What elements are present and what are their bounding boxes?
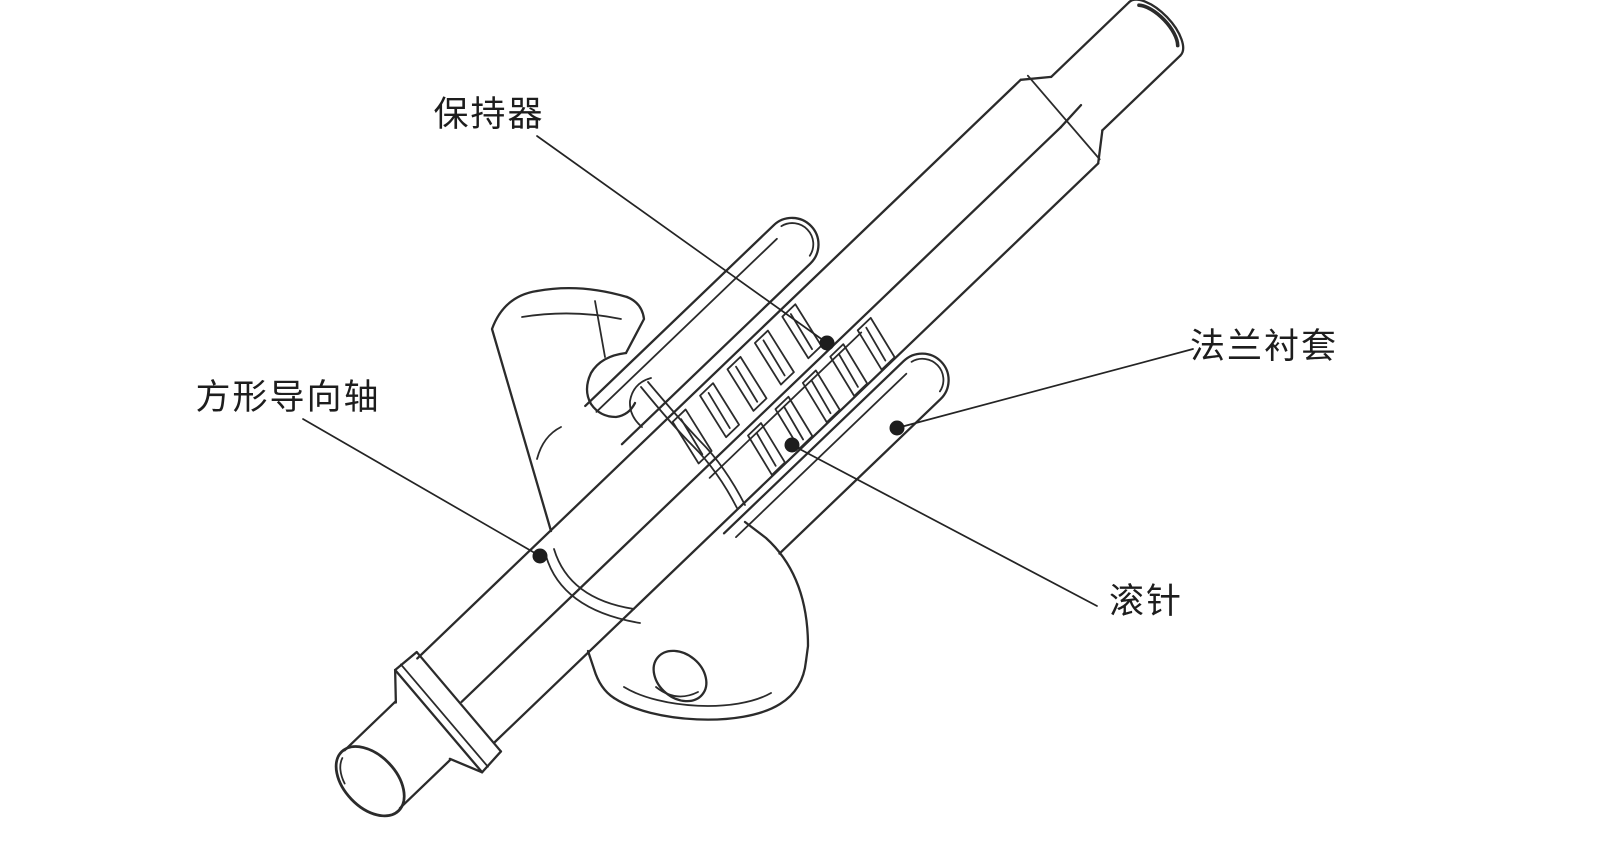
shaft-arris-edge — [460, 126, 1062, 703]
retainer-slots-lower — [747, 316, 896, 476]
leader-square-guide-shaft — [302, 418, 541, 557]
mounting-hole — [652, 649, 708, 703]
shaft-top-edge — [416, 78, 1022, 660]
leader-dot-retainer — [819, 335, 835, 351]
retainer-rib-edge — [708, 331, 863, 479]
flange-plate-drawing — [490, 286, 810, 721]
shaft-end-cylinder-left — [334, 700, 452, 818]
retainer-slots-upper — [671, 303, 823, 465]
leader-retainer — [536, 135, 828, 344]
leader-dot-needle-roller — [784, 437, 800, 453]
square-guide-shaft-drawing — [334, 0, 1185, 818]
shaft-bottom-edge — [493, 162, 1100, 744]
leader-dot-flange-bushing — [889, 420, 905, 436]
shaft-end-cylinder-right — [1050, 0, 1185, 132]
sleeve-upper-bar — [584, 216, 820, 446]
label-needle-roller: 滚针 — [1109, 582, 1183, 621]
label-retainer: 保持器 — [433, 95, 544, 134]
sleeve-lower-bar — [722, 352, 950, 555]
callouts: 保持器 方形导向轴 法兰衬套 滚针 — [195, 95, 1338, 621]
shaft-end-chamfer-right — [1019, 74, 1104, 165]
leader-dot-square-guide-shaft — [532, 548, 548, 564]
label-square-guide-shaft: 方形导向轴 — [195, 378, 380, 417]
shaft-collar-left — [393, 650, 503, 774]
label-flange-bushing: 法兰衬套 — [1190, 327, 1338, 366]
leader-flange-bushing — [896, 348, 1194, 429]
leader-needle-roller — [791, 444, 1098, 607]
